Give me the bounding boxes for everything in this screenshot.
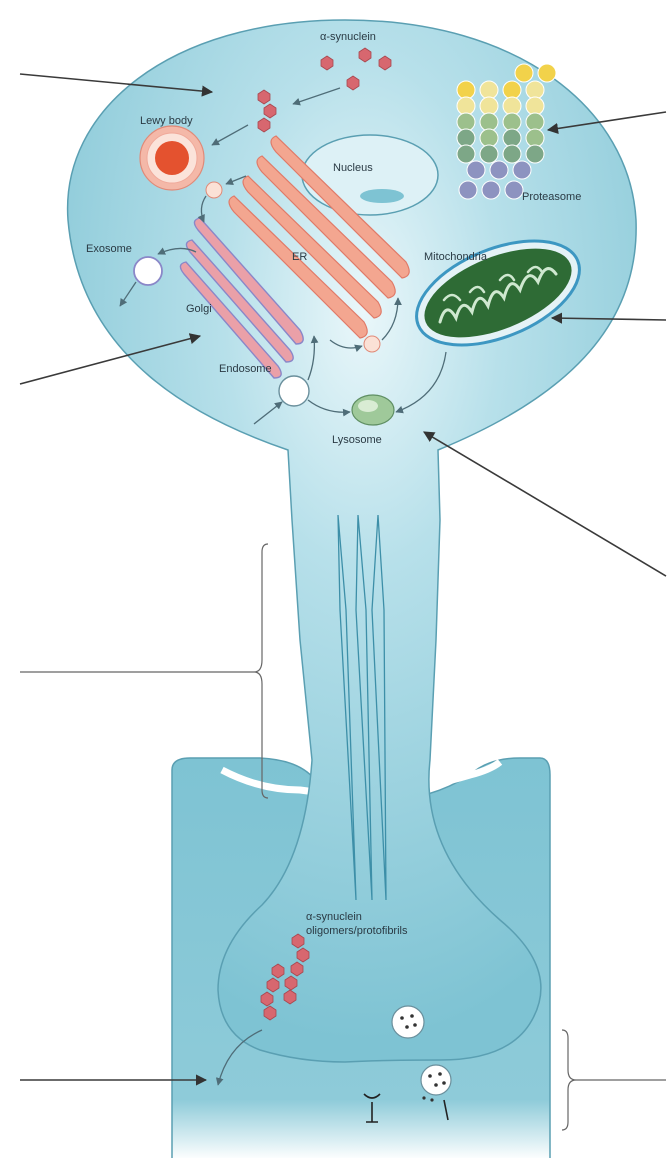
endosome	[279, 376, 309, 406]
oligomers-label-2: oligomers/protofibrils	[306, 925, 408, 937]
proteasome-subunit	[515, 64, 533, 82]
exosome-label: Exosome	[86, 243, 132, 255]
proteasome-subunit	[457, 97, 475, 115]
proteasome-subunit	[457, 81, 475, 99]
proteasome-subunit	[513, 161, 531, 179]
alpha-synuclein-label: α-synuclein	[320, 31, 376, 43]
synapse-bracket	[562, 1030, 666, 1130]
er-label: ER	[292, 251, 307, 263]
synaptic-vesicle-1	[392, 1006, 424, 1038]
proteasome-subunit	[467, 161, 485, 179]
proteasome-subunit	[526, 81, 544, 99]
vesicle-top	[206, 182, 222, 198]
golgi-label: Golgi	[186, 303, 212, 315]
proteasome-subunit	[503, 81, 521, 99]
proteasome-subunit	[457, 113, 475, 131]
proteasome-subunit	[480, 81, 498, 99]
proteasome-subunit	[526, 129, 544, 147]
proteasome-subunit	[505, 181, 523, 199]
proteasome-subunit	[526, 97, 544, 115]
proteasome-subunit	[480, 145, 498, 163]
nucleus-label: Nucleus	[333, 162, 373, 174]
vesicle-bottom	[364, 336, 380, 352]
lysosome-label: Lysosome	[332, 434, 382, 446]
proteasome-subunit	[457, 129, 475, 147]
proteasome-subunit	[480, 97, 498, 115]
lewy-body-core	[155, 141, 189, 175]
proteasome-subunit	[538, 64, 556, 82]
proteasome-subunit	[480, 129, 498, 147]
proteasome-subunit	[490, 161, 508, 179]
oligomers-label-1: α-synuclein	[306, 911, 362, 923]
exosome	[134, 257, 162, 285]
proteasome-subunit	[526, 113, 544, 131]
proteasome-subunit	[480, 113, 498, 131]
proteasome-subunit	[503, 129, 521, 147]
lewy-body-label: Lewy body	[140, 115, 193, 127]
proteasome-subunit	[503, 97, 521, 115]
proteasome-subunit	[457, 145, 475, 163]
lysosome-highlight	[358, 400, 378, 412]
mitochondria-label: Mitochondria	[424, 251, 488, 263]
proteasome-subunit	[503, 113, 521, 131]
endosome-label: Endosome	[219, 363, 272, 375]
proteasome-subunit	[459, 181, 477, 199]
nucleus	[302, 135, 438, 215]
proteasome-subunit	[526, 145, 544, 163]
proteasome-subunit	[503, 145, 521, 163]
proteasome-subunit	[482, 181, 500, 199]
proteasome-label: Proteasome	[522, 191, 581, 203]
nucleolus	[360, 189, 404, 203]
